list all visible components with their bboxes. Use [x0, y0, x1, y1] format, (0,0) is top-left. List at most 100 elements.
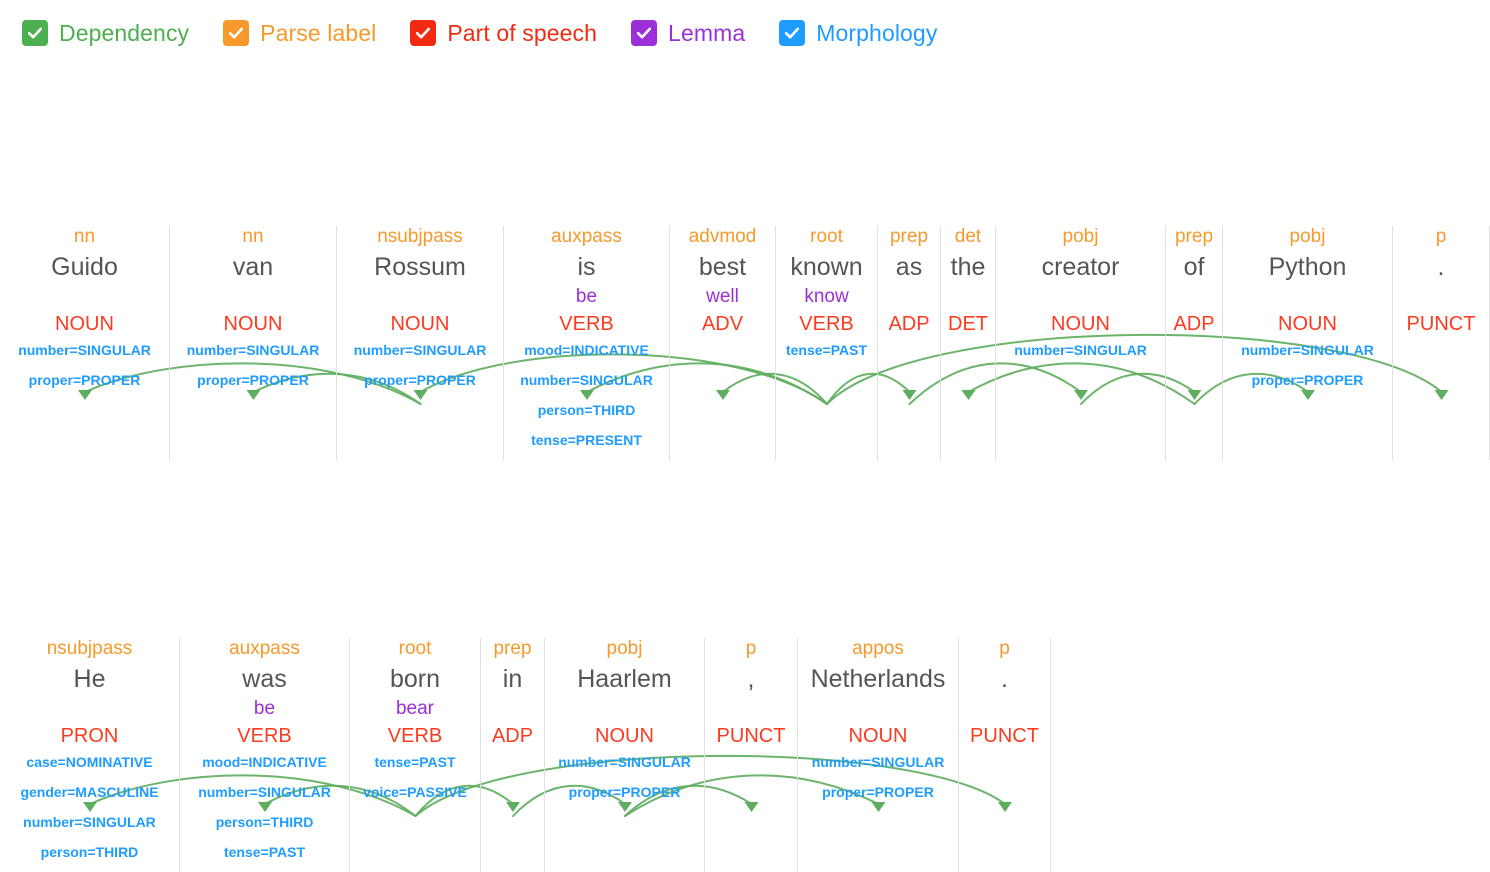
word-column[interactable]: p. PUNCT: [1393, 226, 1490, 460]
morphology-feature: number=SINGULAR: [18, 342, 151, 358]
morphology-feature: number=SINGULAR: [198, 784, 331, 800]
lemma-text: know: [804, 286, 849, 307]
part-of-speech-tag: NOUN: [390, 313, 450, 335]
parse-label: appos: [852, 638, 904, 659]
parse-label: prep: [493, 638, 532, 659]
part-of-speech-tag: VERB: [387, 725, 443, 747]
morphology-feature: voice=PASSIVE: [363, 784, 467, 800]
morphology-list: [1003, 752, 1007, 872]
morphology-list: tense=PAST: [786, 340, 867, 460]
token-text: van: [232, 253, 274, 281]
part-of-speech-tag: PUNCT: [1406, 313, 1476, 335]
token-text: Netherlands: [810, 665, 946, 693]
token-text: Python: [1268, 253, 1347, 281]
morphology-feature: tense=PAST: [374, 754, 456, 770]
legend-toggle-parse-label[interactable]: Parse label: [223, 20, 376, 47]
part-of-speech-tag: VERB: [799, 313, 854, 335]
morphology-feature: proper=PROPER: [822, 784, 934, 800]
morphology-feature: number=SINGULAR: [811, 754, 945, 770]
parse-label: p: [745, 638, 757, 659]
token-text: in: [502, 665, 523, 693]
morphology-feature: number=SINGULAR: [1014, 342, 1147, 358]
parse-label: auxpass: [551, 226, 622, 247]
part-of-speech-tag: NOUN: [1278, 313, 1337, 335]
parse-label: nsubjpass: [377, 226, 463, 247]
token-text: known: [790, 253, 863, 281]
morphology-feature: tense=PAST: [785, 342, 868, 358]
word-column[interactable]: p, PUNCT: [705, 638, 798, 872]
word-column[interactable]: p. PUNCT: [959, 638, 1051, 872]
legend-toggle-lemma[interactable]: Lemma: [631, 20, 745, 47]
morphology-feature: number=SINGULAR: [353, 342, 487, 358]
part-of-speech-tag: PRON: [60, 725, 119, 747]
legend-toggle-morphology[interactable]: Morphology: [779, 20, 937, 47]
morphology-list: number=SINGULAR: [1014, 340, 1147, 460]
parse-label: pobj: [606, 638, 643, 659]
part-of-speech-tag: PUNCT: [716, 725, 786, 747]
legend-toggle-part-of-speech[interactable]: Part of speech: [410, 20, 597, 47]
checkbox-checked-icon[interactable]: [779, 20, 806, 46]
parse-label: prep: [1174, 226, 1214, 247]
token-text: Guido: [51, 253, 118, 281]
parse-label: nsubjpass: [46, 638, 133, 659]
morphology-feature: proper=PROPER: [568, 784, 681, 800]
token-text: born: [389, 665, 441, 693]
morphology-list: [1192, 340, 1196, 460]
lemma-text: bear: [395, 698, 435, 719]
checkbox-checked-icon[interactable]: [410, 20, 437, 46]
morphology-feature: person=THIRD: [40, 844, 139, 860]
part-of-speech-tag: NOUN: [848, 725, 908, 747]
annotation-layer-legend: Dependency Parse label Part of speech Lemma…: [0, 0, 1490, 48]
token-text: creator: [1041, 253, 1120, 281]
legend-toggle-dependency[interactable]: Dependency: [22, 20, 189, 47]
token-text: the: [950, 253, 986, 281]
token-text: of: [1183, 253, 1205, 281]
morphology-list: [907, 340, 911, 460]
morphology-feature: mood=INDICATIVE: [202, 754, 327, 770]
morphology-feature: proper=PROPER: [197, 372, 309, 388]
legend-label: Parse label: [260, 19, 377, 46]
token-text: Rossum: [374, 253, 466, 281]
part-of-speech-tag: ADV: [701, 313, 744, 335]
morphology-feature: tense=PRESENT: [531, 432, 642, 448]
checkbox-checked-icon[interactable]: [223, 20, 250, 46]
checkbox-checked-icon[interactable]: [22, 20, 48, 46]
part-of-speech-tag: PUNCT: [970, 725, 1039, 747]
parse-label: p: [999, 638, 1010, 659]
legend-label: Part of speech: [447, 19, 598, 46]
parse-label: det: [954, 226, 982, 247]
morphology-feature: gender=MASCULINE: [20, 784, 159, 800]
morphology-feature: number=SINGULAR: [1241, 342, 1374, 358]
morphology-feature: person=THIRD: [537, 402, 636, 418]
part-of-speech-tag: NOUN: [55, 313, 114, 335]
parse-label: p: [1435, 226, 1447, 247]
parse-label: pobj: [1062, 226, 1099, 247]
checkbox-checked-icon[interactable]: [631, 20, 658, 46]
parse-label: advmod: [688, 226, 757, 247]
